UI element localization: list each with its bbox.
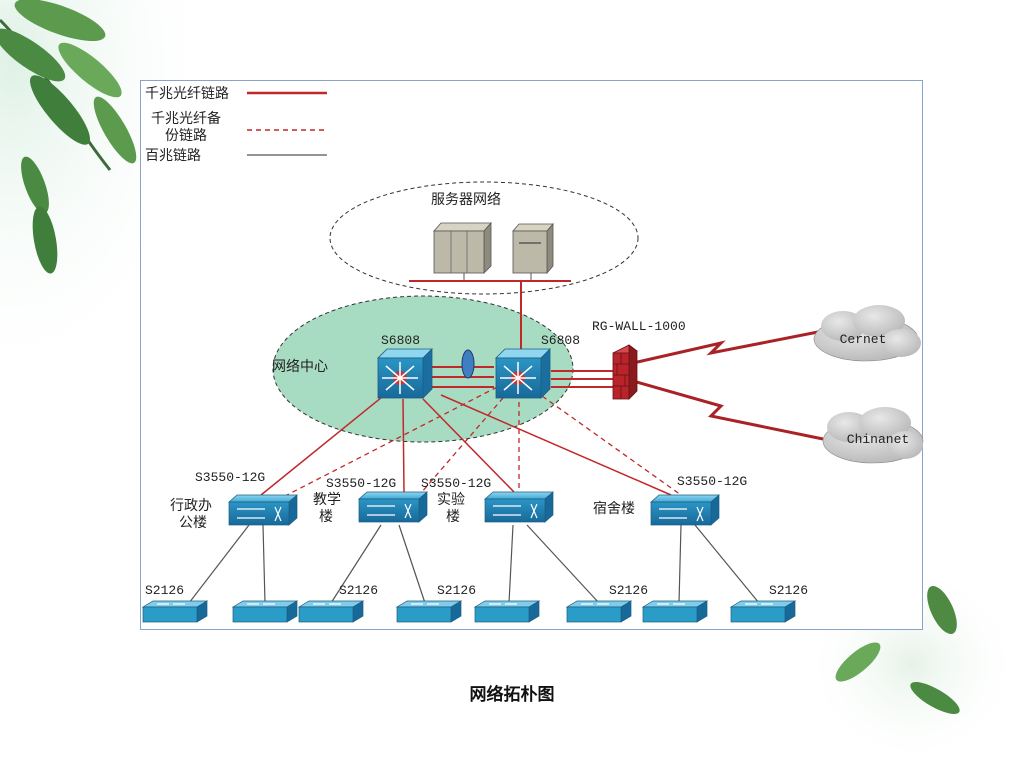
legend-label-backup-line2: 份链路 (165, 128, 207, 144)
building-teaching-line2: 楼 (319, 509, 333, 525)
server-rack-icon (433, 221, 492, 274)
link-aggregation-icon (461, 349, 475, 379)
core-switch-2-label: S6808 (541, 333, 580, 348)
links-distribution-to-access (188, 524, 760, 604)
distribution-switch-3-label: S3550-12G (421, 476, 491, 491)
distribution-switch-2 (358, 491, 428, 523)
access-switch-label-3: S2126 (437, 583, 476, 598)
topology-canvas: 千兆光纤链路 千兆光纤备 份链路 百兆链路 服务器网络 网 (141, 86, 924, 623)
network-topology-diagram: 千兆光纤链路 千兆光纤备 份链路 百兆链路 服务器网络 网 (140, 80, 924, 630)
links-core-to-distribution (260, 392, 672, 496)
cloud-chinanet-label: Chinanet (847, 432, 909, 447)
core-switch-2 (495, 348, 551, 399)
server-zone: 服务器网络 (329, 181, 639, 295)
distribution-switch-3 (484, 491, 554, 523)
link-firewall-to-chinanet (632, 379, 824, 441)
diagram-caption: 网络拓朴图 (469, 685, 555, 705)
link-firewall-to-cernet (632, 329, 824, 365)
legend-label-backup-line1: 千兆光纤备 (151, 110, 221, 127)
access-switch-1 (141, 600, 209, 623)
distribution-switch-1 (228, 494, 298, 526)
legend-label-hundred-mbit: 百兆链路 (145, 148, 201, 164)
access-switch-4 (395, 600, 463, 623)
distribution-switch-2-label: S3550-12G (326, 476, 396, 491)
cloud-chinanet-icon (822, 407, 924, 464)
legend-label-gigabit-fiber: 千兆光纤链路 (145, 86, 229, 102)
access-switch-label-5: S2126 (769, 583, 808, 598)
access-switch-7 (641, 600, 709, 623)
access-switch-label-4: S2126 (609, 583, 648, 598)
building-lab-line1: 实验 (437, 492, 465, 508)
links-core-to-distribution-backup (286, 382, 682, 496)
core-zone-label: 网络中心 (272, 359, 328, 375)
legend: 千兆光纤链路 千兆光纤备 份链路 百兆链路 (145, 86, 327, 164)
firewall-icon (612, 344, 638, 400)
building-admin-line2: 公楼 (179, 515, 207, 531)
access-switch-8 (729, 600, 797, 623)
cloud-cernet-icon (813, 305, 921, 362)
access-switch-6 (565, 600, 633, 623)
access-switches (141, 600, 797, 623)
cloud-cernet-label: Cernet (840, 332, 887, 347)
server-zone-label: 服务器网络 (431, 192, 501, 208)
access-switch-label-1: S2126 (145, 583, 184, 598)
access-switch-label-2: S2126 (339, 583, 378, 598)
core-interlink (431, 349, 494, 388)
distribution-switch-4-label: S3550-12G (677, 474, 747, 489)
server-zone-ellipse (329, 181, 639, 295)
building-lab-line2: 楼 (446, 509, 460, 525)
building-admin-line1: 行政办 (170, 498, 212, 514)
access-switch-5 (473, 600, 541, 623)
falling-leaves-icon (835, 585, 960, 715)
access-switch-2 (231, 600, 299, 623)
link-core-to-firewall (551, 370, 613, 388)
distribution-switch-4 (650, 494, 720, 526)
leaf-branch-icon (0, 0, 137, 274)
building-teaching-line1: 教学 (313, 492, 341, 508)
access-switch-3 (297, 600, 365, 623)
distribution-switch-1-label: S3550-12G (195, 470, 265, 485)
building-dorm-label: 宿舍楼 (593, 500, 635, 517)
tower-server-icon (512, 222, 554, 275)
firewall-label: RG-WALL-1000 (592, 319, 686, 334)
core-switch-1 (377, 348, 433, 399)
core-switch-1-label: S6808 (381, 333, 420, 348)
